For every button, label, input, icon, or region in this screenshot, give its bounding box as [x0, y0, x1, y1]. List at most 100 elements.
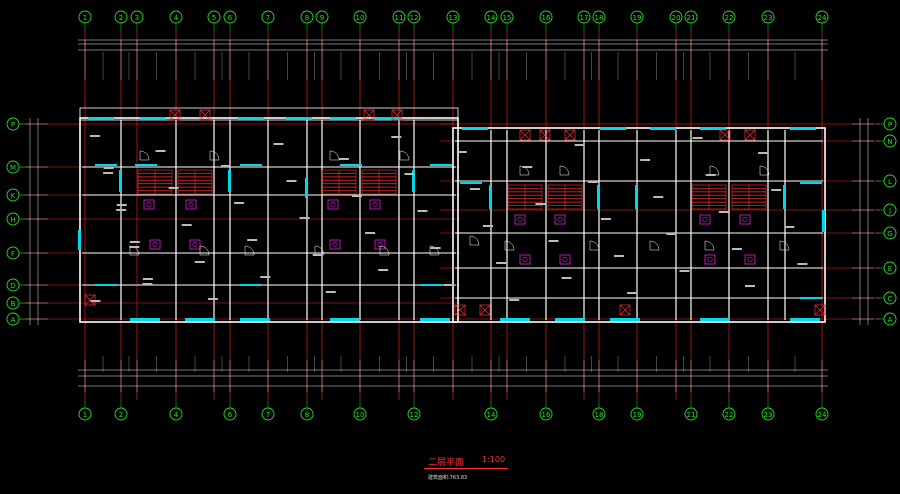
axis-bubble-right-N-1: N — [883, 134, 897, 148]
axis-bubble-left-F-4: F — [6, 246, 20, 260]
room-label-mark-37 — [574, 144, 585, 146]
room-label-mark-41 — [627, 292, 638, 294]
axis-bubble-right-J-3: J — [883, 203, 897, 217]
room-label-mark-23 — [391, 136, 402, 138]
drawing-note: 建筑面积:763.83 — [428, 475, 468, 481]
shaft-box-10 — [479, 304, 491, 316]
wall-outline-west-block — [79, 117, 459, 323]
door-swing-6 — [469, 235, 480, 246]
fixture-3 — [189, 239, 201, 250]
door-swing-14 — [329, 150, 340, 161]
axis-bubble-top-5: 5 — [207, 10, 221, 24]
window-side-2 — [305, 178, 308, 198]
axis-bubble-top-17-label: 17 — [580, 14, 589, 22]
room-label-mark-49 — [731, 248, 742, 250]
shaft-box-diag-b-11 — [619, 304, 631, 316]
window-bottom-7 — [610, 318, 640, 321]
window-side-4 — [489, 185, 492, 209]
window-sill-7 — [420, 284, 442, 286]
axis-bubble-left-H-3-label: H — [10, 216, 15, 224]
shaft-box-diag-b-1 — [199, 109, 211, 121]
shaft-box-diag-b-3 — [391, 109, 403, 121]
axis-bubble-top-18: 18 — [592, 10, 606, 24]
room-label-mark-19 — [338, 158, 349, 160]
axis-bubble-left-F-4-label: F — [11, 250, 15, 258]
window-bottom-6 — [555, 318, 585, 321]
axis-bubble-left-P-0-label: P — [11, 121, 15, 129]
window-bottom-4 — [420, 318, 450, 321]
room-label-mark-42 — [640, 159, 651, 161]
axis-bubble-bottom-8: 12 — [407, 407, 421, 421]
axis-bubble-top-8-label: 8 — [305, 14, 309, 22]
shaft-box-4 — [519, 129, 531, 141]
balcony-strip-west — [79, 107, 459, 121]
room-label-mark-2 — [116, 209, 127, 211]
window-sill-6 — [240, 284, 262, 286]
window-sill-8 — [460, 182, 482, 184]
door-swing-7 — [504, 240, 515, 251]
room-label-mark-18 — [325, 291, 336, 293]
room-label-mark-9 — [207, 298, 218, 300]
axis-bubble-bottom-7: 10 — [353, 407, 367, 421]
room-label-mark-51 — [758, 152, 769, 154]
room-label-mark-38 — [587, 181, 598, 183]
fixture-bowl-1 — [188, 202, 194, 208]
window-top-10 — [790, 127, 816, 130]
fixture-bowl-0 — [146, 202, 152, 208]
room-label-mark-16 — [299, 217, 310, 219]
shaft-box-diag-b-7 — [719, 129, 731, 141]
door-swing-13 — [209, 150, 220, 161]
axis-bubble-top-21: 21 — [684, 10, 698, 24]
axis-bubble-bottom-4-label: 6 — [228, 411, 233, 419]
door-swing-3 — [314, 245, 325, 256]
drawing-scale: 1:100 — [482, 455, 506, 464]
axis-bubble-top-22-label: 22 — [725, 14, 734, 22]
axis-bubble-top-11-label: 11 — [395, 14, 404, 22]
shaft-box-12 — [814, 304, 826, 316]
window-top-8 — [650, 127, 676, 130]
axis-bubble-right-P-0: P — [883, 117, 897, 131]
axis-bubble-left-P-0: P — [6, 117, 20, 131]
axis-bubble-left-K-2: K — [6, 188, 20, 202]
room-label-mark-32 — [509, 299, 520, 301]
window-side-6 — [635, 185, 638, 209]
door-swing-11 — [779, 240, 790, 251]
axis-bubble-bottom-9-label: 14 — [487, 411, 496, 419]
room-label-mark-6 — [168, 187, 179, 189]
room-label-mark-29 — [469, 188, 480, 190]
axis-bubble-top-18-label: 18 — [595, 14, 604, 22]
window-sill-2 — [240, 164, 262, 166]
door-swing-8 — [589, 240, 600, 251]
window-sill-4 — [430, 164, 452, 166]
axis-bubble-bottom-12-label: 19 — [633, 411, 642, 419]
axis-bubble-top-14: 14 — [484, 10, 498, 24]
window-bottom-8 — [700, 318, 730, 321]
axis-bubble-top-2-label: 2 — [119, 14, 123, 22]
axis-bubble-top-13-label: 13 — [449, 14, 458, 22]
axis-bubble-bottom-7-label: 10 — [356, 411, 365, 419]
axis-bubble-right-N-1-label: N — [887, 138, 892, 146]
axis-bubble-bottom-8-label: 12 — [410, 411, 419, 419]
room-label-mark-5 — [155, 150, 166, 152]
axis-bubble-left-A-7-label: A — [11, 316, 16, 324]
axis-bubble-bottom-3-label: 4 — [174, 411, 179, 419]
fixture-11 — [559, 254, 571, 265]
window-top-1 — [140, 117, 166, 120]
axis-bubble-right-E-5: E — [883, 261, 897, 275]
door-swing-16 — [519, 165, 530, 176]
axis-bubble-right-E-5-label: E — [888, 265, 892, 273]
window-bottom-0 — [130, 318, 160, 321]
fixture-bowl-4 — [330, 202, 336, 208]
axis-bubble-top-1: 1 — [78, 10, 92, 24]
shaft-box-diag-b-9 — [454, 304, 466, 316]
fixture-15 — [744, 254, 756, 265]
room-label-mark-8 — [194, 261, 205, 263]
room-label-mark-21 — [365, 232, 376, 234]
axis-bubble-top-16: 16 — [539, 10, 553, 24]
axis-bubble-top-24: 24 — [815, 10, 829, 24]
axis-bubble-right-P-0-label: P — [888, 121, 892, 129]
shaft-box-1 — [199, 109, 211, 121]
door-swing-18 — [709, 165, 720, 176]
room-label-mark-7 — [181, 224, 192, 226]
